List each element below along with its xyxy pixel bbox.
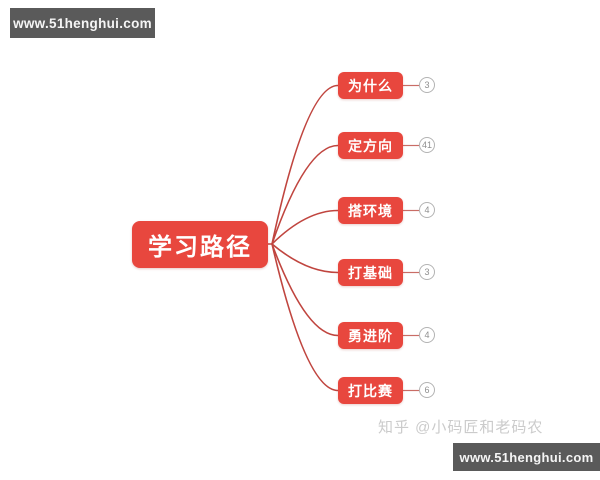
count-badge[interactable]: 3 [419,264,435,280]
count-badge[interactable]: 3 [419,77,435,93]
topic-node-compete[interactable]: 打比赛 [338,377,403,404]
zhihu-attribution: 知乎 @小码匠和老码农 [378,419,544,436]
topic-node-foundation[interactable]: 打基础 [338,259,403,286]
count-badge[interactable]: 4 [419,327,435,343]
topic-node-why[interactable]: 为什么 [338,72,403,99]
count-badge[interactable]: 6 [419,382,435,398]
watermark-top-left: www.51henghui.com [10,8,155,38]
root-node-learning-path[interactable]: 学习路径 [132,221,268,268]
count-badge[interactable]: 41 [419,137,435,153]
count-badge[interactable]: 4 [419,202,435,218]
topic-node-direction[interactable]: 定方向 [338,132,403,159]
topic-node-advance[interactable]: 勇进阶 [338,322,403,349]
topic-node-environment[interactable]: 搭环境 [338,197,403,224]
watermark-bottom-right: www.51henghui.com [453,443,600,471]
